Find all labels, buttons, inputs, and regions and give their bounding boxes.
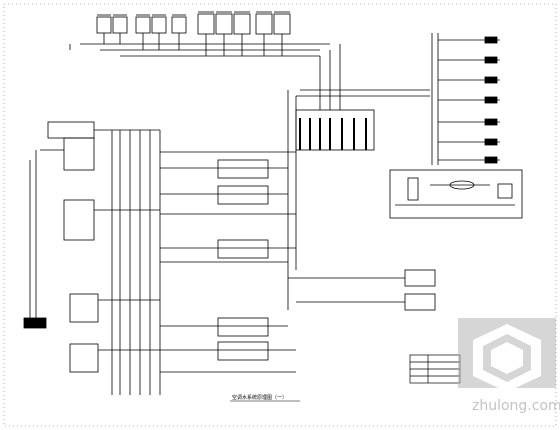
cooling-tower-group [69,11,330,57]
terminal-branch-group [431,33,500,165]
chiller-units [23,121,99,373]
drawing-title: 空调水系统原理图（一） [232,394,287,401]
watermark-logo [458,318,556,392]
expansion-tank-box [288,269,436,311]
sheet-border [3,3,557,427]
watermark-site-text: zhulong.com [472,398,560,414]
legend-table [409,354,461,384]
header-manifold [287,44,430,310]
riser-lines [94,129,161,395]
pump-group [160,151,296,373]
equipment-detail-box [389,169,523,219]
